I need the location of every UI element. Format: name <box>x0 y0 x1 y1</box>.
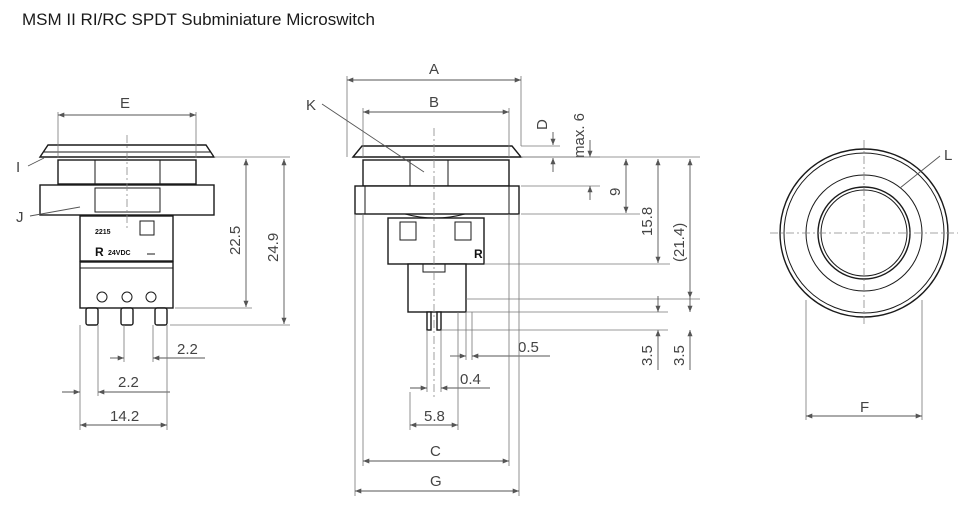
label-J: J <box>16 209 24 226</box>
page-title: MSM II RI/RC SPDT Subminiature Microswit… <box>22 10 375 29</box>
dim-22-5: 22.5 <box>227 226 244 255</box>
label-E: E <box>120 95 130 112</box>
mid-switch-body <box>387 217 485 265</box>
mid-upper-body <box>362 159 510 187</box>
label-G: G <box>430 473 442 490</box>
label-I: I <box>16 159 20 176</box>
left-marking-voltage: 24VDC <box>108 250 131 257</box>
label-A: A <box>429 61 439 78</box>
label-B: B <box>429 94 439 111</box>
dim-max-6: max. 6 <box>571 113 588 158</box>
left-switch-body <box>79 215 174 262</box>
left-marking-r: R <box>95 245 104 259</box>
mid-marking-r: R <box>474 247 483 261</box>
left-view: 2215 R 24VDC E I J 22.5 24.9 <box>16 95 290 430</box>
label-D: D <box>534 119 551 130</box>
left-terminal-1 <box>85 307 99 326</box>
label-C: C <box>430 443 441 460</box>
dim-5-8: 5.8 <box>424 408 445 425</box>
dim-24-9: 24.9 <box>265 233 282 262</box>
dim-21-4: (21.4) <box>671 223 688 262</box>
right-view: L F <box>770 140 958 420</box>
left-terminal-2 <box>120 307 134 326</box>
dim-9: 9 <box>607 188 624 196</box>
dim-2-2-top: 2.2 <box>177 341 198 358</box>
dim-3-5-b: 3.5 <box>671 345 688 366</box>
middle-view: R A B K D max. 6 <box>306 61 700 496</box>
dim-0-4: 0.4 <box>460 371 481 388</box>
left-marking-code: 2215 <box>95 229 111 236</box>
mid-cap <box>351 145 523 158</box>
left-terminal-3 <box>154 307 168 326</box>
dim-15-8: 15.8 <box>639 207 656 236</box>
mid-stem <box>407 263 467 313</box>
dim-3-5-a: 3.5 <box>639 345 656 366</box>
dim-2-2-bottom: 2.2 <box>118 374 139 391</box>
label-F: F <box>860 399 869 416</box>
mid-flange <box>354 185 520 215</box>
dim-14-2: 14.2 <box>110 408 139 425</box>
dim-0-5: 0.5 <box>518 339 539 356</box>
mid-pin-2 <box>436 311 442 331</box>
label-K: K <box>306 97 316 114</box>
label-L: L <box>944 147 952 164</box>
mid-pin-1 <box>426 311 432 331</box>
left-terminal-block <box>79 261 174 309</box>
